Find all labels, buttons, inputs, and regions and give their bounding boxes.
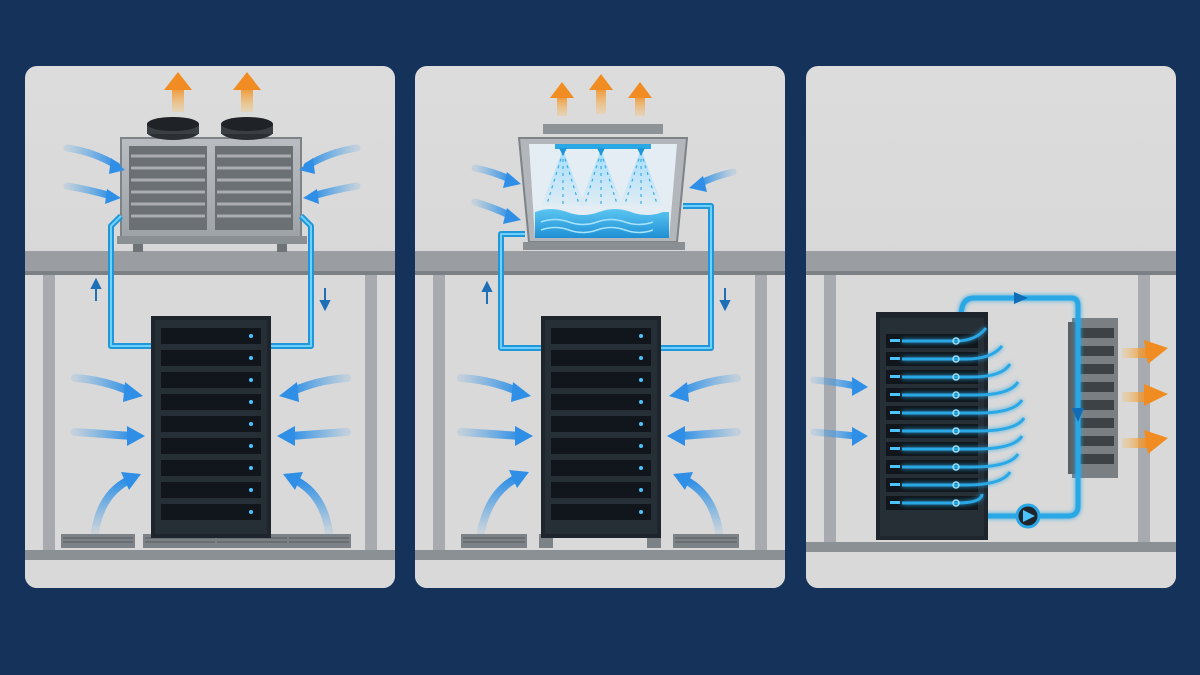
airflow-arrow-icon	[71, 426, 145, 446]
airflow-arrow-icon	[669, 374, 741, 402]
ceiling-beam	[415, 251, 785, 271]
panel-evaporative-cooling	[415, 66, 785, 588]
cold-plate-tubes	[902, 327, 1026, 505]
heat-exhaust-arrow-icon	[1122, 340, 1168, 364]
airflow-arrow-icon	[477, 470, 529, 536]
dry-cooler-unit	[117, 117, 307, 252]
airflow-arrow-icon	[303, 182, 361, 204]
pump-icon	[1015, 503, 1041, 529]
heat-exhaust-arrow-icon	[589, 74, 613, 114]
airflow-arrow-icon	[63, 182, 121, 204]
coolant-direction-icon	[719, 288, 731, 312]
panel-air-cooling	[25, 66, 395, 588]
panel-direct-liquid-cooling	[806, 66, 1176, 588]
airflow-arrow-icon	[63, 144, 125, 174]
airflow-arrow-icon	[299, 144, 361, 174]
airflow-arrow-icon	[457, 426, 533, 446]
coolant-direction-icon	[90, 277, 102, 301]
airflow-arrow-icon	[277, 426, 351, 446]
airflow-arrow-icon	[91, 472, 141, 536]
coolant-direction-icon	[481, 280, 493, 304]
coolant-direction-icon	[1014, 292, 1028, 304]
server-rack-icon	[876, 312, 988, 540]
support-column	[1138, 275, 1150, 550]
airflow-arrow-icon	[457, 374, 531, 402]
support-column	[755, 275, 767, 550]
airflow-arrow-icon	[283, 472, 333, 536]
heat-exhaust-arrow-icon	[550, 82, 574, 116]
fan-icon	[221, 117, 273, 140]
air-cooling-illustration	[25, 72, 395, 588]
ceiling-beam	[25, 251, 395, 271]
airflow-arrow-icon	[810, 427, 868, 446]
coolant-loop-highlight	[110, 215, 312, 347]
heat-exhaust-arrow-icon	[1122, 384, 1168, 406]
support-column	[433, 275, 445, 550]
support-column	[43, 275, 55, 550]
airflow-arrow-icon	[279, 374, 351, 402]
direct-liquid-cooling-illustration	[806, 251, 1176, 588]
server-rack-icon	[541, 316, 661, 538]
airflow-arrow-icon	[471, 198, 521, 224]
airflow-arrow-icon	[667, 426, 741, 446]
fan-icon	[147, 117, 199, 140]
server-rack-icon	[151, 316, 271, 538]
airflow-arrow-icon	[810, 376, 868, 396]
heat-exhaust-arrow-icon	[628, 82, 652, 116]
coolant-direction-icon	[1072, 408, 1084, 422]
airflow-arrow-icon	[471, 164, 521, 188]
cooling-tower-unit	[517, 124, 689, 250]
heat-exhaust-arrow-icon	[233, 72, 261, 112]
airflow-arrow-icon	[689, 168, 737, 192]
airflow-arrow-icon	[71, 374, 143, 402]
coolant-direction-icon	[319, 288, 331, 312]
airflow-arrow-icon	[673, 472, 723, 536]
cold-plate-connectors	[952, 337, 960, 507]
coolant-loop-highlight	[500, 205, 712, 349]
support-column	[824, 275, 836, 550]
heat-exhaust-arrow-icon	[1122, 430, 1168, 454]
evaporative-cooling-illustration	[415, 74, 785, 588]
heat-exhaust-arrow-icon	[164, 72, 192, 112]
support-column	[365, 275, 377, 550]
ceiling-beam	[806, 251, 1176, 271]
